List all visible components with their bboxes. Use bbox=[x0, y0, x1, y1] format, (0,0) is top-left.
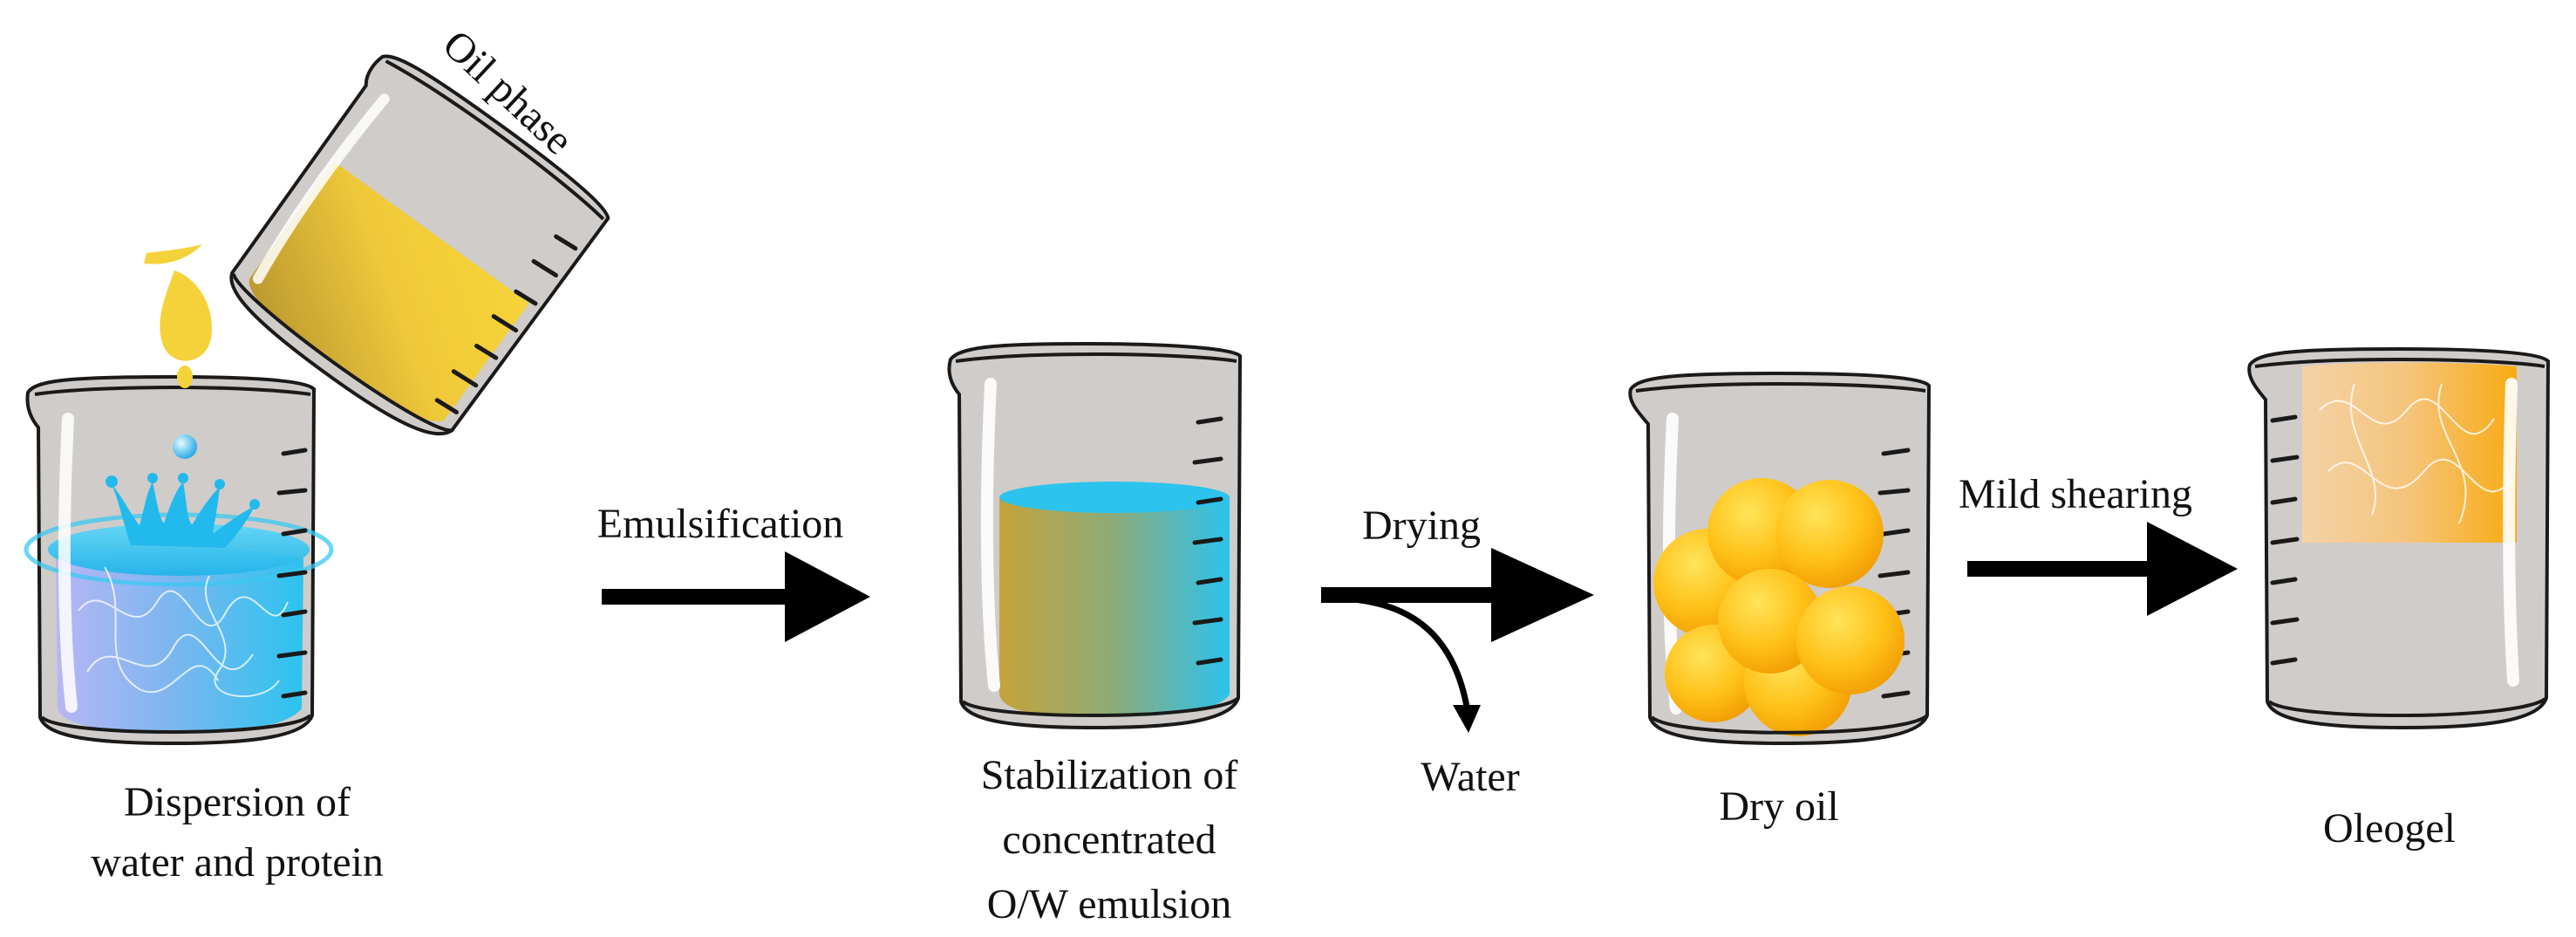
label-stabilization-line1: Stabilization of bbox=[981, 752, 1238, 798]
arrow-drying bbox=[1321, 548, 1594, 733]
oil-spheres bbox=[1653, 478, 1905, 736]
oil-droplets bbox=[144, 244, 212, 388]
label-mild-shearing: Mild shearing bbox=[1959, 471, 2192, 517]
gel-strands bbox=[2319, 383, 2512, 524]
label-stabilization-line3: O/W emulsion bbox=[987, 881, 1231, 927]
water-droplet-icon bbox=[173, 434, 197, 459]
label-oleogel: Oleogel bbox=[2323, 805, 2456, 852]
label-emulsification: Emulsification bbox=[597, 501, 844, 547]
label-stabilization-line2: concentrated bbox=[1002, 817, 1216, 863]
label-dry-oil: Dry oil bbox=[1719, 783, 1838, 830]
beaker-oil-phase bbox=[229, 54, 610, 436]
label-dispersion-line1: Dispersion of bbox=[124, 779, 351, 825]
label-dispersion-line2: water and protein bbox=[91, 839, 384, 886]
beaker-emulsion bbox=[947, 341, 1243, 730]
arrow-emulsification bbox=[602, 551, 870, 642]
graduation-marks bbox=[276, 448, 308, 699]
beaker-dry-oil bbox=[1628, 371, 1932, 746]
label-drying: Drying bbox=[1362, 503, 1481, 549]
label-water: Water bbox=[1421, 754, 1519, 800]
beaker-oleogel bbox=[2247, 346, 2551, 730]
beaker-dispersion bbox=[24, 374, 334, 746]
protein-strands bbox=[78, 566, 289, 698]
arrow-mild-shearing bbox=[1967, 522, 2238, 616]
